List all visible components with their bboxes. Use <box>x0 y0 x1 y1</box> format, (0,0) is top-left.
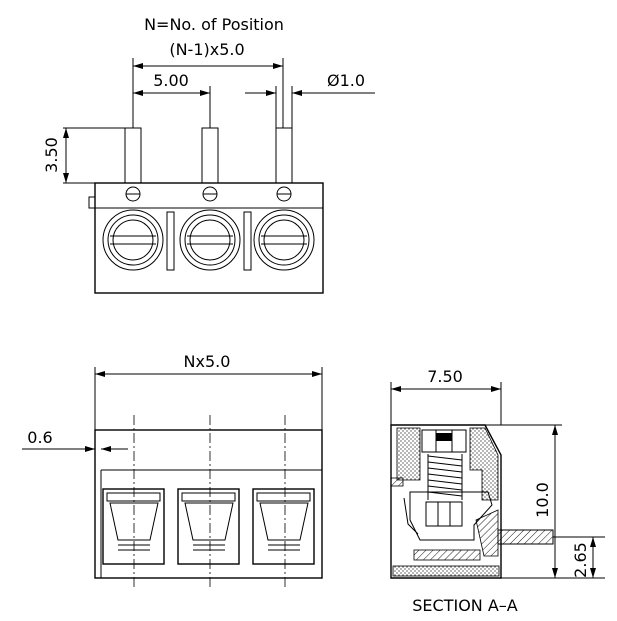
wire-openings <box>102 488 315 565</box>
total-width-label: Nx5.0 <box>184 352 231 371</box>
depth-label: 7.50 <box>427 367 463 386</box>
pin-diameter-label: Ø1.0 <box>327 71 365 90</box>
section-pin <box>497 529 554 545</box>
wire-opening <box>177 488 240 565</box>
front-view: N=No. of Position (N-1)x5.0 5.00 Ø1.0 3.… <box>42 15 375 294</box>
pin <box>124 127 142 184</box>
wire-opening <box>102 488 165 565</box>
pins <box>124 127 293 202</box>
offset-label: 0.6 <box>27 428 52 447</box>
pin-height-label: 2.65 <box>571 542 590 578</box>
screws <box>102 209 315 271</box>
pin <box>201 127 219 184</box>
housing-side <box>94 429 323 579</box>
pin <box>275 127 293 184</box>
screw-icon <box>253 209 315 271</box>
wire-opening <box>252 488 315 565</box>
wire-entry-view: Nx5.0 0.6 <box>22 352 323 590</box>
section-housing <box>390 424 502 579</box>
housing-front <box>94 182 324 294</box>
pitch-label: 5.00 <box>153 71 189 90</box>
section-view: 7.50 <box>390 367 605 615</box>
note-label: N=No. of Position <box>144 15 284 34</box>
screw-icon <box>179 209 241 271</box>
screw-icon <box>102 209 164 271</box>
pitch-total-label: (N-1)x5.0 <box>169 40 244 59</box>
screw-thread <box>427 454 463 500</box>
height-label: 10.0 <box>533 482 552 518</box>
pin-length-label: 3.50 <box>42 137 61 173</box>
section-title: SECTION A–A <box>412 596 518 615</box>
